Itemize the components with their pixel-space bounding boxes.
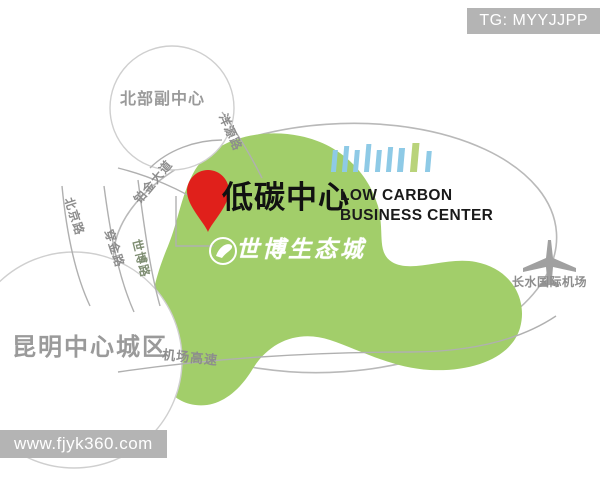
watermark-top-right: TG: MYYJJPP <box>467 8 600 34</box>
road-shibo-line <box>137 179 161 307</box>
road-airport-expressway-line <box>117 315 557 373</box>
location-pin-icon <box>187 170 229 232</box>
eco-city-logo-text: 世博生态城 <box>236 236 366 263</box>
watermark-bottom-left: www.fjyk360.com <box>0 430 167 458</box>
region-label-kunming-central: 昆明中心城区 <box>12 334 168 361</box>
airplane-icon <box>523 240 576 287</box>
brand-en-line1: LOW CARBON <box>340 187 453 204</box>
north-sub-center-circle <box>109 45 235 171</box>
road-connector-a <box>175 196 214 247</box>
region-label-north-sub-center: 北部副中心 <box>120 91 206 108</box>
eco-blob-region <box>149 133 523 406</box>
brand-title-en: LOW CARBON BUSINESS CENTER <box>340 186 493 227</box>
brand-en-line2: BUSINESS CENTER <box>340 207 494 225</box>
kunming-central-circle <box>0 251 183 469</box>
road-network <box>61 111 557 373</box>
road-beijing-line <box>61 185 91 307</box>
airport-label: 长水国际机场 <box>512 275 588 289</box>
brand-title-cn: 低碳中心 <box>222 180 350 216</box>
road-chuanjin-line <box>103 185 135 313</box>
eco-city-emblem-icon <box>209 237 237 265</box>
road-connector-b <box>149 139 223 169</box>
road-yangyuan-line <box>221 111 263 179</box>
building-bars-logo <box>330 143 432 172</box>
